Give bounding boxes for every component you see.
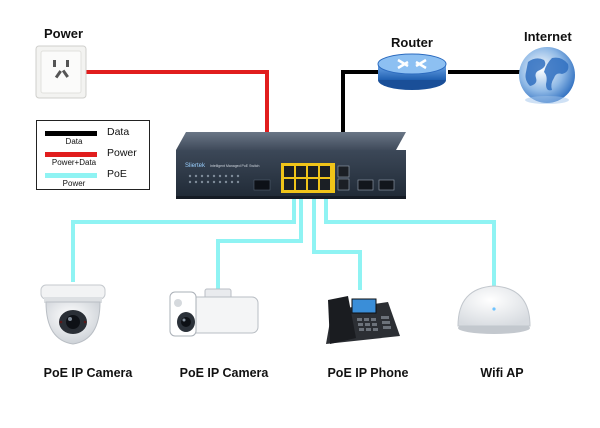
router-label: Router [391, 35, 433, 50]
power-label: Power [44, 26, 84, 41]
legend-name-poe: PoE [107, 168, 127, 180]
data-cable-switch-router [341, 70, 380, 132]
device-label-phone: PoE IP Phone [327, 366, 409, 380]
switch-model-text: Intelligent Managed PoE Switch [210, 164, 259, 168]
poe-cable-phone [312, 197, 362, 290]
legend-swatch-power [45, 152, 97, 157]
switch-sfp-ports [357, 179, 395, 191]
switch-status-leds [188, 174, 240, 184]
wifi-ap-icon [457, 285, 531, 334]
legend-swatch-data [45, 131, 97, 136]
switch-brand-text: Sliertek [185, 163, 206, 169]
legend: Data Data Power Power+Data PoE Power [36, 120, 150, 190]
device-label-ap: Wifi AP [480, 366, 524, 380]
legend-sub-poe: Power [62, 179, 86, 188]
switch-display [253, 179, 271, 191]
legend-item-data: Data Data [45, 126, 145, 148]
device-label-camera-1: PoE IP Camera [43, 366, 133, 380]
poe-cable-camera-2 [216, 197, 303, 290]
device-label-camera-2: PoE IP Camera [179, 366, 269, 380]
legend-item-poe: PoE Power [45, 168, 145, 190]
legend-item-power: Power Power+Data [45, 147, 145, 169]
power-outlet-icon [35, 45, 87, 99]
legend-swatch-poe [45, 173, 97, 178]
poe-cable-camera-1 [71, 197, 296, 282]
ip-phone-icon [326, 296, 400, 344]
internet-label: Internet [524, 29, 572, 44]
poe-cable-lines [71, 197, 496, 290]
legend-sub-data: Data [65, 137, 83, 146]
legend-sub-power: Power+Data [51, 158, 97, 167]
power-cable [86, 70, 269, 132]
dome-camera-icon [40, 284, 106, 345]
internet-globe-icon [519, 47, 575, 104]
poe-cable-ap [324, 197, 496, 286]
switch-uplink-ports [337, 165, 350, 191]
poe-switch-icon: Sliertek Intelligent Managed PoE Switch [176, 132, 406, 199]
bullet-camera-icon [169, 288, 259, 337]
legend-name-data: Data [107, 126, 130, 138]
router-icon [377, 53, 447, 90]
data-cable-lines [341, 70, 520, 132]
legend-name-power: Power [107, 147, 137, 159]
